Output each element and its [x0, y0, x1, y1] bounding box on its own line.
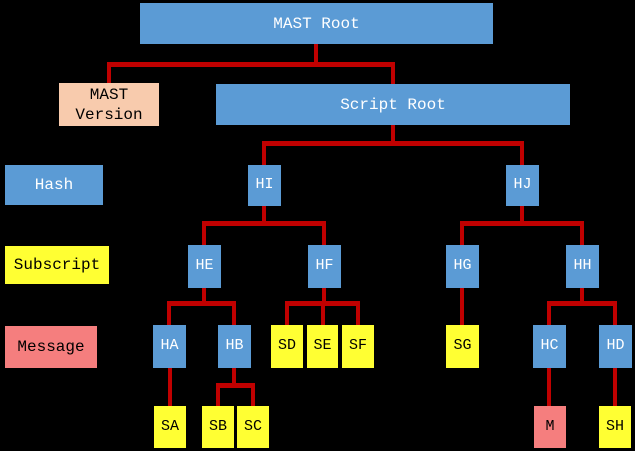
node-se: SE [307, 325, 338, 368]
edge-hj-stem [520, 206, 524, 225]
edge-row2-bar [262, 141, 524, 146]
edge-to-se [321, 301, 325, 325]
edge-to-script-root [391, 62, 395, 84]
edge-hb-stem [232, 368, 236, 387]
node-hd: HD [599, 325, 632, 368]
edge-to-hg [460, 221, 464, 245]
edge-hi-stem [262, 206, 266, 225]
edge-to-hi [262, 141, 266, 165]
edge-to-hd [613, 301, 617, 325]
edge-he-bar [167, 301, 236, 306]
node-sc: SC [237, 406, 269, 448]
node-sb: SB [202, 406, 234, 448]
edge-to-hf [322, 221, 326, 245]
edge-to-hj [520, 141, 524, 165]
edge-to-sf [356, 301, 360, 325]
edge-hc-to-m [547, 368, 551, 406]
node-sd: SD [271, 325, 303, 368]
node-mast-root: MAST Root [140, 3, 493, 44]
node-m: M [534, 406, 566, 448]
node-hi: HI [248, 165, 281, 206]
edge-mast-root-stem [314, 44, 318, 66]
node-sh: SH [599, 406, 631, 448]
legend-hash: Hash [5, 165, 103, 205]
edge-script-root-stem [391, 125, 395, 145]
node-ha: HA [153, 325, 186, 368]
edge-to-hc [547, 301, 551, 325]
edge-to-hb [232, 301, 236, 325]
node-hb: HB [218, 325, 251, 368]
node-hj: HJ [506, 165, 539, 206]
node-mast-version: MAST Version [59, 83, 159, 126]
edge-he-stem [202, 288, 206, 305]
legend-message: Message [5, 326, 97, 368]
node-script-root: Script Root [216, 84, 570, 125]
edge-to-sc [251, 383, 255, 406]
edge-hg-to-sg [460, 288, 464, 325]
node-hf: HF [308, 245, 341, 288]
edge-hb-bar [216, 383, 255, 388]
edge-hf-stem [322, 288, 326, 305]
node-sf: SF [342, 325, 374, 368]
edge-to-he [202, 221, 206, 245]
edge-top-bar [107, 62, 395, 67]
legend-subscript: Subscript [5, 246, 109, 284]
edge-ha-to-sa [168, 368, 172, 406]
node-sa: SA [154, 406, 186, 448]
edge-hd-to-sh [613, 368, 617, 406]
edge-to-mast-version [107, 62, 111, 83]
node-he: HE [188, 245, 221, 288]
edge-to-hh [580, 221, 584, 245]
node-sg: SG [446, 325, 479, 368]
edge-to-sb [216, 383, 220, 406]
edge-hh-stem [580, 288, 584, 305]
edge-hh-bar [547, 301, 617, 306]
edge-to-ha [167, 301, 171, 325]
node-hc: HC [533, 325, 566, 368]
node-hh: HH [566, 245, 599, 288]
node-hg: HG [446, 245, 479, 288]
edge-hj-bar [460, 221, 584, 226]
edge-hi-bar [202, 221, 326, 226]
edge-to-sd [285, 301, 289, 325]
